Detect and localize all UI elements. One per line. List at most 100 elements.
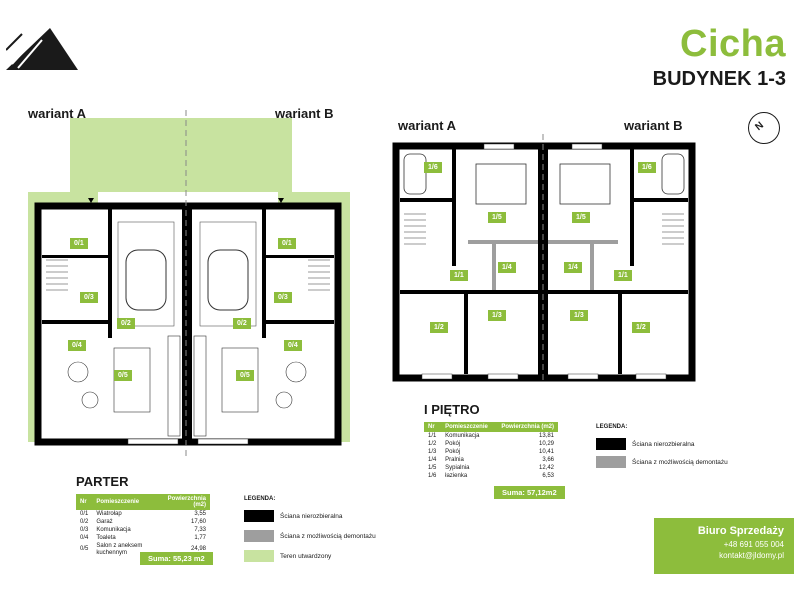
room-tag-0-3b: 0/3 — [274, 292, 292, 303]
legend-item: Ściana z możliwością demontażu — [244, 530, 376, 542]
room-tag-1-4b: 1/4 — [564, 262, 582, 273]
cell-area: 10,41 — [538, 448, 554, 455]
cell-room: Toaleta — [96, 534, 116, 541]
room-tag-1-6a: 1/6 — [424, 162, 442, 173]
room-tag-1-2a: 1/2 — [430, 322, 448, 333]
load-bearing-wall-swatch — [244, 510, 274, 522]
dining-table — [221, 347, 259, 413]
legend-label: Teren utwardzony — [280, 552, 332, 560]
north-label: N — [753, 119, 766, 134]
cell-nr: 1/5 — [428, 464, 437, 471]
brand-name: Cicha — [680, 23, 786, 65]
col-area: Powierzchnia (m2) — [157, 494, 210, 510]
load-bearing-wall-swatch — [596, 438, 626, 450]
kitchen-counter — [167, 335, 181, 437]
first-floor-title: I PIĘTRO — [424, 402, 480, 417]
cell-area: 6,53 — [542, 472, 554, 479]
cell-room: Wiatrołap — [96, 510, 122, 517]
col-area: Powierzchnia (m2) — [494, 422, 558, 432]
room-tag-1-1a: 1/1 — [450, 270, 468, 281]
north-arrow-icon: N — [748, 112, 780, 144]
room-tag-0-5a: 0/5 — [114, 370, 132, 381]
front-terrace — [70, 118, 292, 192]
room-tag-0-4a: 0/4 — [68, 340, 86, 351]
table-row: 0/1 Wiatrołap 3,55 — [76, 510, 210, 518]
col-nr: Nr — [424, 422, 442, 432]
cell-nr: 0/1 — [80, 510, 89, 517]
room-tag-1-6b: 1/6 — [638, 162, 656, 173]
cell-nr: 0/3 — [80, 526, 89, 533]
cell-area: 13,81 — [538, 432, 554, 439]
mountain-logo-icon — [6, 28, 78, 70]
cell-area: 3,66 — [542, 456, 554, 463]
room-tag-1-5a: 1/5 — [488, 212, 506, 223]
cell-area: 3,55 — [194, 510, 206, 517]
car-icon — [207, 249, 249, 311]
brand-block: Cicha BUDYNEK 1-3 — [653, 22, 786, 92]
kitchen-counter — [193, 335, 207, 437]
ground-legend-title: LEGENDA: — [244, 496, 276, 502]
room-tag-0-2b: 0/2 — [233, 318, 251, 329]
room-tag-0-4b: 0/4 — [284, 340, 302, 351]
ground-floor-title: PARTER — [76, 474, 129, 489]
sales-email[interactable]: kontakt@jldomy.pl — [719, 551, 784, 560]
cell-area: 12,42 — [538, 464, 554, 471]
party-wall — [538, 146, 548, 378]
cell-nr: 1/2 — [428, 440, 437, 447]
ground-floor-room-table: Nr Pomieszczenie Powierzchnia (m2) 0/1 Wi… — [76, 494, 210, 557]
table-row: 0/4 Toaleta 1,77 — [76, 534, 210, 542]
first-floor-plan — [392, 134, 696, 384]
cell-room: Salon z aneksem kuchennym — [96, 542, 143, 556]
col-room: Pomieszczenie — [441, 422, 495, 432]
cell-room: Sypialnia — [445, 464, 470, 471]
room-tag-0-1a: 0/1 — [70, 238, 88, 249]
ground-variant-b-label: wariant B — [275, 106, 334, 121]
cell-area: 17,60 — [190, 518, 206, 525]
cell-nr: 1/3 — [428, 448, 437, 455]
sales-phone[interactable]: +48 691 055 004 — [723, 540, 784, 549]
sales-title: Biuro Sprzedaży — [697, 525, 784, 537]
party-wall — [182, 206, 192, 442]
table-row: 1/3 Pokój 10,41 — [424, 448, 558, 456]
bathtub-icon — [403, 153, 427, 195]
cell-room: Komunikacja — [445, 432, 480, 439]
room-tag-1-3a: 1/3 — [488, 310, 506, 321]
room-tag-1-3b: 1/3 — [570, 310, 588, 321]
cell-nr: 1/1 — [428, 432, 437, 439]
cell-nr: 0/4 — [80, 534, 89, 541]
cell-nr: 0/2 — [80, 518, 89, 525]
cell-room: łazienka — [445, 472, 468, 479]
bathtub-icon — [661, 153, 685, 195]
first-legend-title: LEGENDA: — [596, 424, 628, 430]
cell-nr: 1/4 — [428, 456, 437, 463]
terrain-swatch — [244, 550, 274, 562]
room-tag-1-2b: 1/2 — [632, 322, 650, 333]
ground-floor-sum: Suma: 55,23 m2 — [140, 552, 213, 565]
room-tag-1-5b: 1/5 — [572, 212, 590, 223]
cell-nr: 1/6 — [428, 472, 437, 479]
legend-item: Ściana z możliwością demontażu — [596, 456, 728, 468]
room-tag-1-1b: 1/1 — [614, 270, 632, 281]
room-tag-0-1b: 0/1 — [278, 238, 296, 249]
room-tag-0-5b: 0/5 — [236, 370, 254, 381]
cell-room: Pralnia — [445, 456, 464, 463]
room-tag-1-4a: 1/4 — [498, 262, 516, 273]
first-floor-sum: Suma: 57,12m2 — [494, 486, 565, 499]
table-row: 1/6 łazienka 6,53 — [424, 472, 558, 480]
col-room: Pomieszczenie — [92, 494, 158, 510]
legend-item: Ściana nierozbieralna — [244, 510, 343, 522]
cell-room: Pokój — [445, 448, 461, 455]
entrance-marker-icon — [88, 198, 94, 203]
cell-area: 1,77 — [194, 534, 206, 541]
col-nr: Nr — [76, 494, 93, 510]
table-row: 1/1 Komunikacja 13,81 — [424, 432, 558, 440]
cell-area: 7,33 — [194, 526, 206, 533]
legend-item: Teren utwardzony — [244, 550, 331, 562]
cell-nr: 0/5 — [80, 546, 89, 552]
legend-label: Ściana nierozbieralna — [632, 440, 695, 448]
removable-wall-swatch — [596, 456, 626, 468]
